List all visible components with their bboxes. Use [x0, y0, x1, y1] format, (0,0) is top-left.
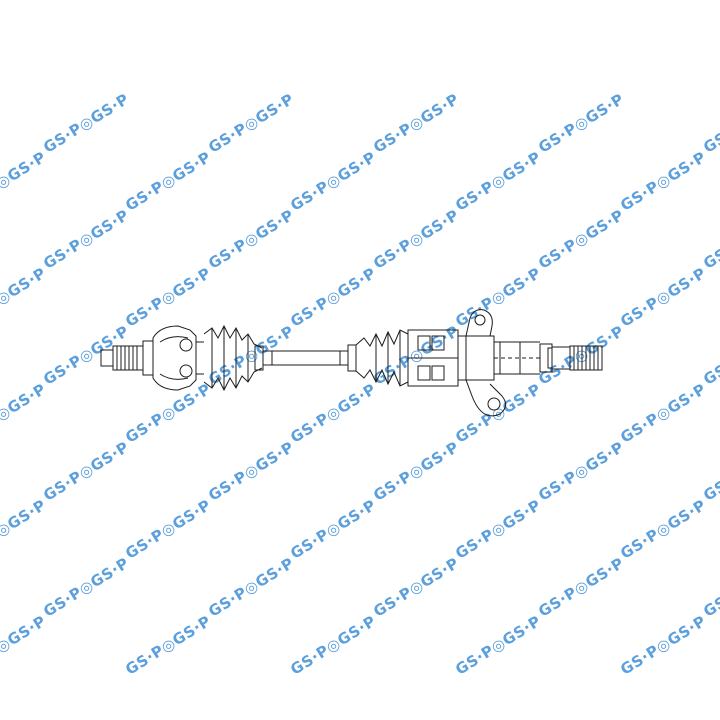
inner-splined-stub	[539, 343, 603, 373]
outer-splined-stub	[100, 340, 154, 376]
inner-boot	[355, 329, 409, 387]
outer-cv-joint	[152, 325, 204, 391]
outer-boot	[203, 324, 264, 392]
intermediate-shaft	[263, 344, 357, 372]
inner-tripod-joint	[407, 329, 467, 387]
support-bearing-bracket	[465, 309, 540, 417]
